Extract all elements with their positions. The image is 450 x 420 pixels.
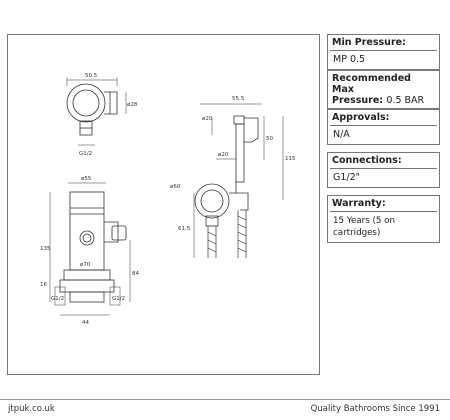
spec-min-pressure-value: MP 0.5 bbox=[333, 54, 366, 65]
spec-min-pressure: Min Pressure: MP 0.5 bbox=[327, 34, 440, 70]
spec-max-pressure-label2: Pressure: bbox=[332, 95, 384, 106]
spec-divider bbox=[330, 168, 437, 169]
spec-divider bbox=[330, 211, 437, 212]
dim-front-w44: 44 bbox=[82, 320, 89, 326]
technical-drawing: 50.5 ø28 G1/2 55.5 ø20 50 115 ø20 ø60 61… bbox=[40, 73, 296, 326]
dim-side-h61: 61.5 bbox=[178, 226, 191, 232]
side-view bbox=[193, 103, 284, 258]
dim-side-h50: 50 bbox=[266, 136, 273, 142]
spec-divider bbox=[330, 50, 437, 51]
dim-front-thread-right: G1/2 bbox=[112, 296, 125, 302]
dim-front-h16: 16 bbox=[40, 282, 47, 288]
footer-website-link[interactable]: jtpuk.co.uk bbox=[8, 404, 55, 414]
top-view bbox=[66, 77, 127, 146]
dim-side-d20b: ø20 bbox=[218, 152, 229, 158]
dim-front-d70: ø70 bbox=[80, 262, 91, 268]
spec-warranty-label: Warranty: bbox=[332, 198, 386, 209]
spec-min-pressure-label: Min Pressure: bbox=[332, 37, 406, 48]
dim-top-thread: G1/2 bbox=[79, 151, 92, 157]
dim-top-dia: ø28 bbox=[127, 102, 138, 108]
dim-front-h84: 84 bbox=[132, 271, 139, 277]
dim-side-h115: 115 bbox=[285, 156, 296, 162]
spec-approvals: Approvals: N/A bbox=[327, 109, 440, 145]
spec-connections-label: Connections: bbox=[332, 155, 402, 166]
dim-side-d60: ø60 bbox=[170, 184, 181, 190]
drawing-frame bbox=[7, 34, 320, 375]
spec-connections-value: G1/2" bbox=[333, 172, 361, 183]
footer-tagline: Quality Bathrooms Since 1991 bbox=[310, 404, 440, 414]
spec-max-pressure-line2: Pressure: 0.5 BAR bbox=[328, 95, 439, 108]
dim-side-d20: ø20 bbox=[202, 116, 213, 122]
spec-max-pressure-value: 0.5 BAR bbox=[386, 95, 425, 106]
spec-warranty-value: 15 Years (5 on cartridges) bbox=[333, 216, 395, 238]
spec-max-pressure-label: Recommended Max bbox=[332, 73, 411, 95]
spec-warranty: Warranty: 15 Years (5 on cartridges) bbox=[327, 195, 440, 243]
spec-connections: Connections: G1/2" bbox=[327, 152, 440, 188]
spec-approvals-label: Approvals: bbox=[332, 112, 390, 123]
front-view bbox=[49, 182, 131, 316]
dim-front-d55: ø55 bbox=[81, 176, 92, 182]
spec-approvals-value: N/A bbox=[333, 129, 350, 140]
dim-front-h135: 135 bbox=[40, 246, 51, 252]
dim-top-width: 50.5 bbox=[85, 73, 98, 79]
dim-side-width: 55.5 bbox=[232, 96, 245, 102]
footer-divider bbox=[0, 399, 450, 400]
spec-divider bbox=[330, 125, 437, 126]
dim-front-thread-left: G1/2 bbox=[51, 296, 64, 302]
spec-max-pressure: Recommended Max Pressure: 0.5 BAR bbox=[327, 70, 440, 109]
